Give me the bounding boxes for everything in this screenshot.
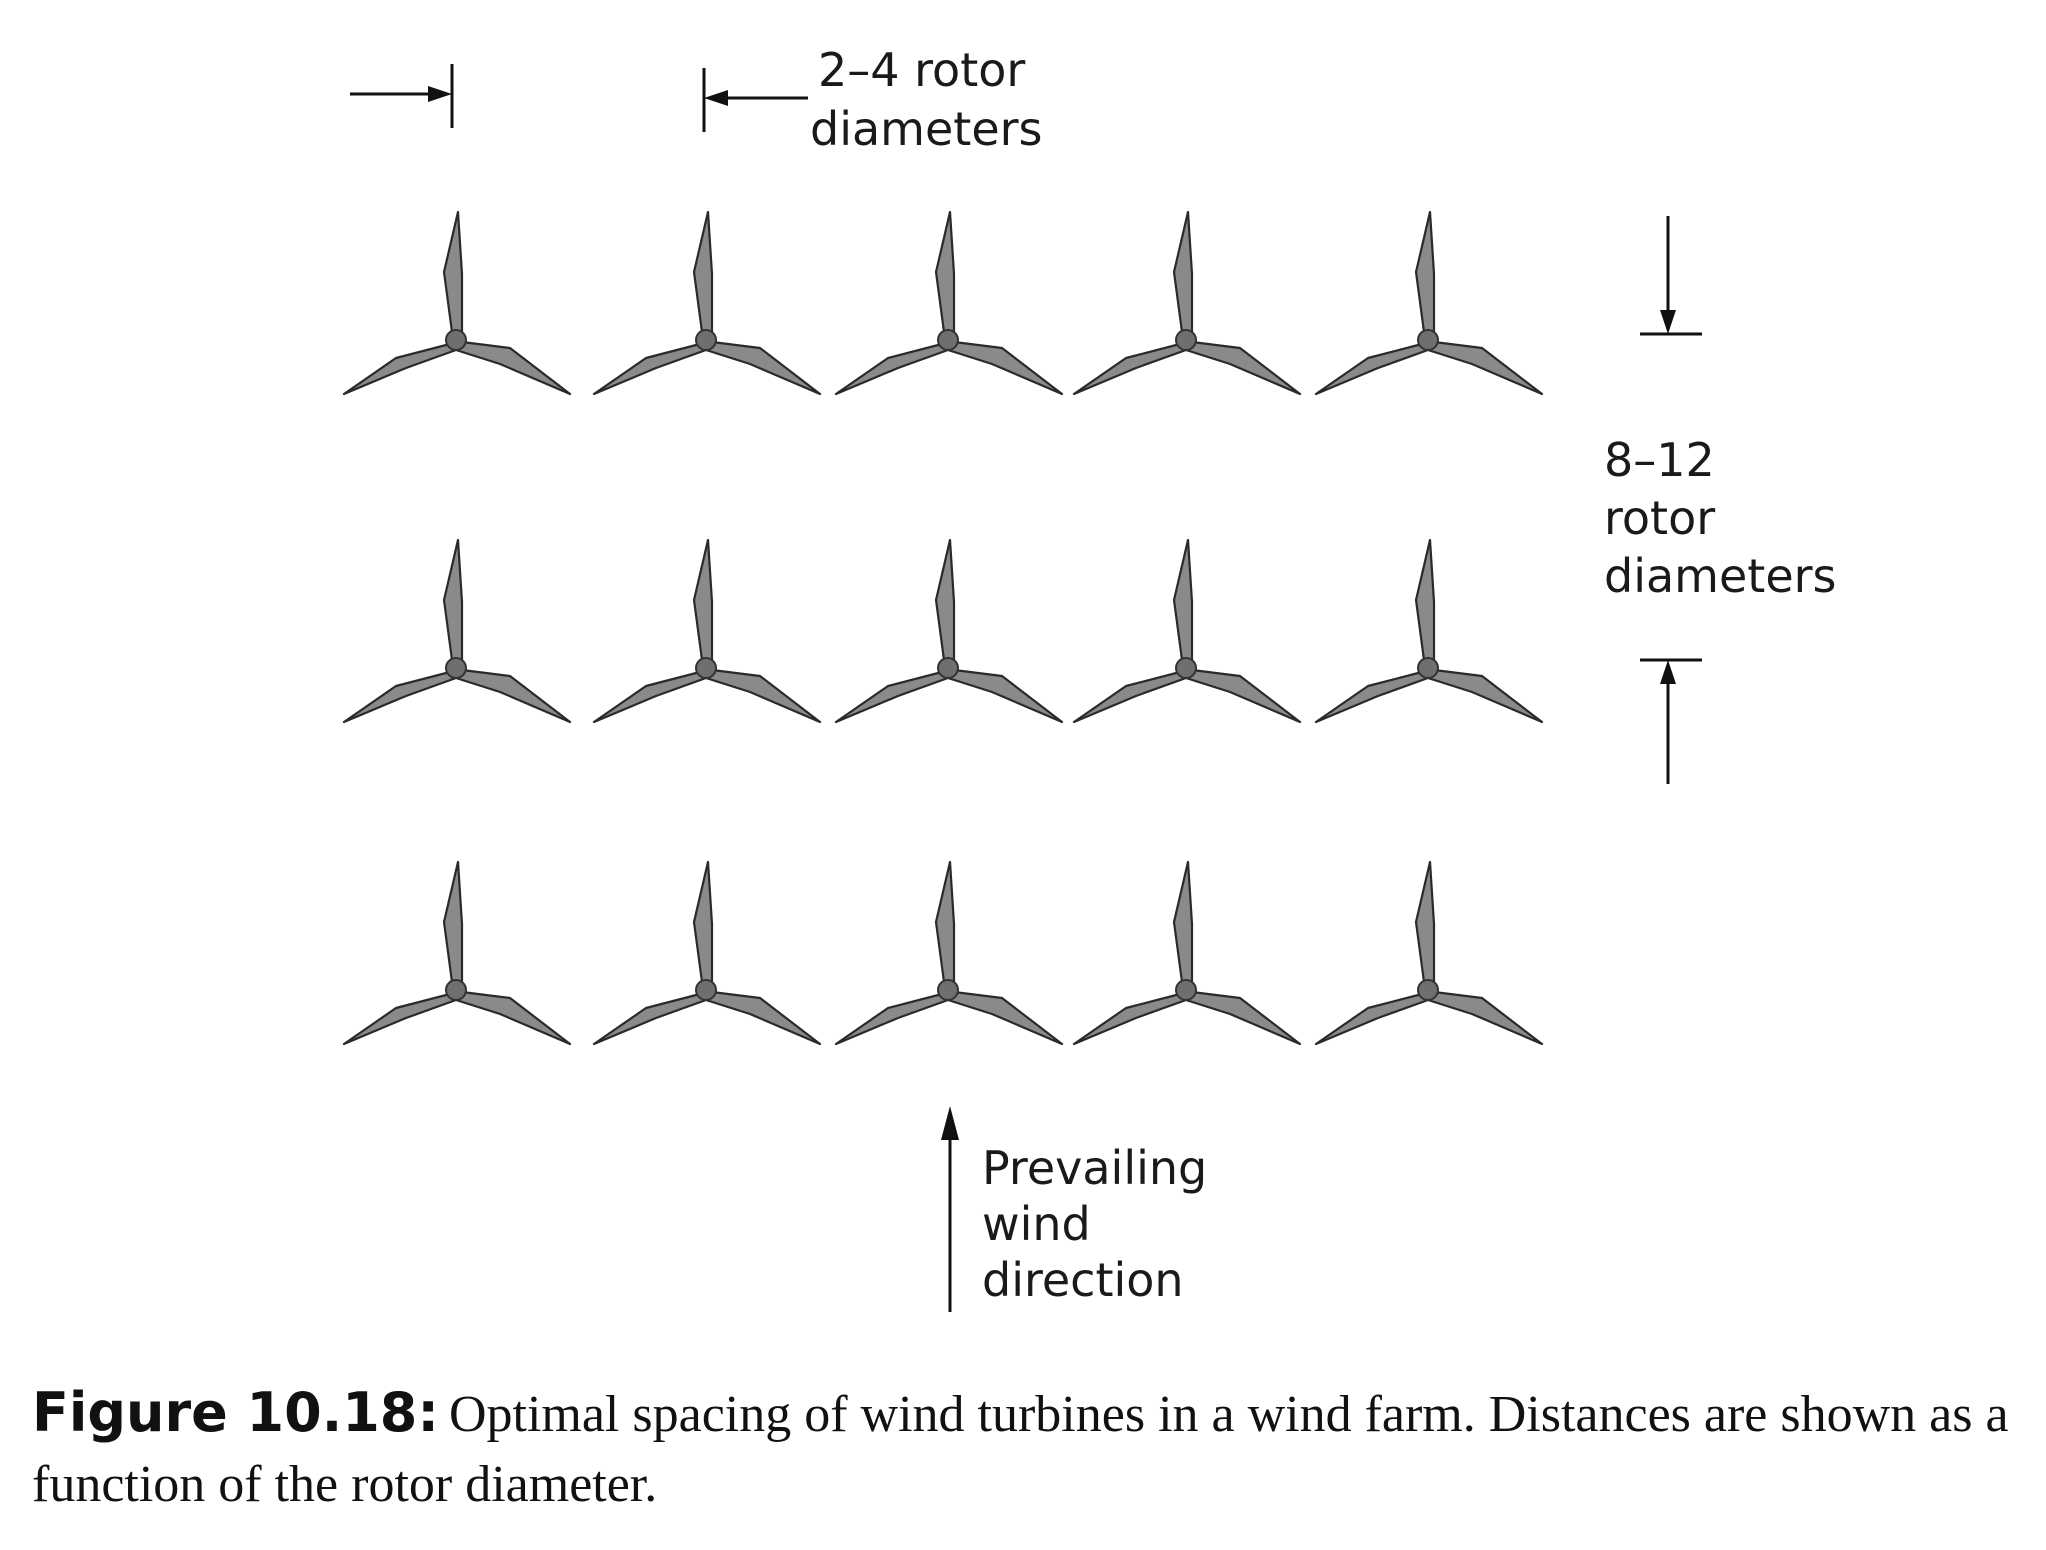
horizontal-spacing-label-line2: diameters (810, 102, 1043, 156)
horizontal-spacing-dimension (350, 64, 808, 132)
wind-turbine-icon (834, 538, 1064, 724)
wind-turbine-icon (342, 860, 572, 1046)
figure-caption-label: Figure 10.18: (32, 1381, 439, 1444)
wind-turbine-icon (1314, 210, 1544, 396)
figure-caption: Figure 10.18:Optimal spacing of wind tur… (32, 1378, 2012, 1520)
vertical-spacing-dimension (1640, 216, 1702, 784)
wind-label-line1: Prevailing (982, 1141, 1207, 1195)
figure-caption-text: Optimal spacing of wind turbines in a wi… (32, 1386, 2009, 1513)
wind-turbine-icon (1072, 538, 1302, 724)
wind-turbine-icon (592, 860, 822, 1046)
wind-turbine-icon (834, 860, 1064, 1046)
wind-turbine-icon (592, 210, 822, 396)
wind-turbine-icon (342, 210, 572, 396)
wind-turbine-icon (1314, 538, 1544, 724)
wind-turbine-icon (1314, 860, 1544, 1046)
horizontal-spacing-label-line1: 2–4 rotor (818, 43, 1025, 97)
wind-turbine-icon (834, 210, 1064, 396)
wind-direction-arrow (941, 1106, 959, 1312)
vertical-spacing-label-line1: 8–12 (1604, 433, 1715, 487)
wind-turbine-icon (1072, 860, 1302, 1046)
turbine-grid (342, 210, 1544, 1046)
wind-label-line3: direction (982, 1253, 1184, 1307)
wind-label-line2: wind (982, 1197, 1091, 1251)
wind-turbine-icon (342, 538, 572, 724)
vertical-spacing-label-line2: rotor (1604, 491, 1715, 545)
wind-turbine-icon (1072, 210, 1302, 396)
wind-turbine-icon (592, 538, 822, 724)
vertical-spacing-label-line3: diameters (1604, 549, 1837, 603)
